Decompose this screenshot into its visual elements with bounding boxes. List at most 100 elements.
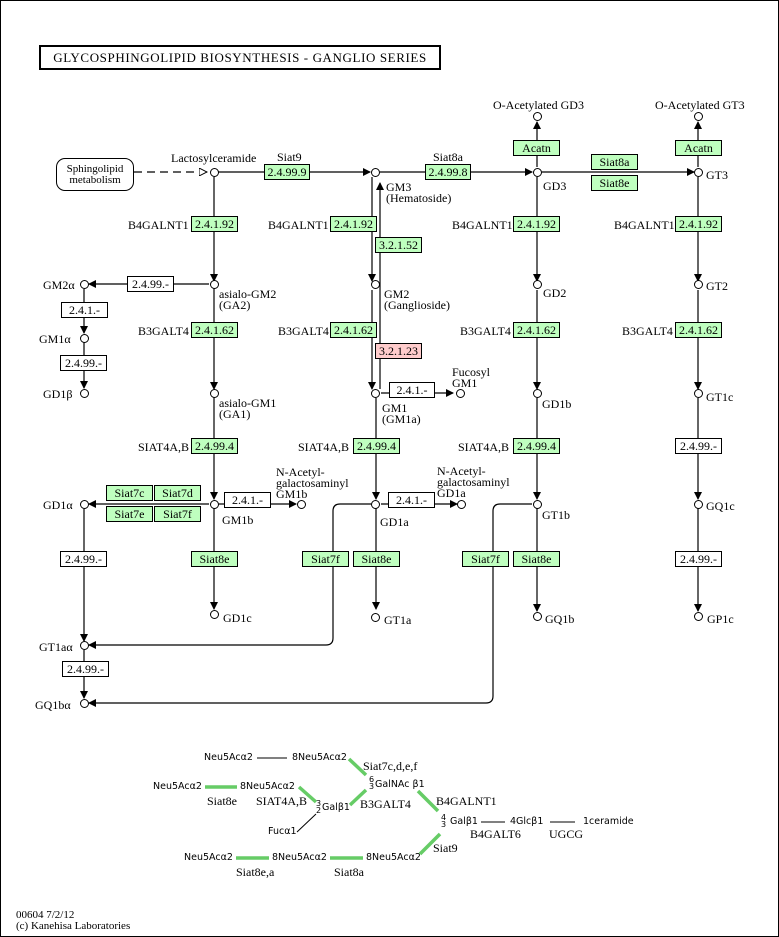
compound-node-gd3[interactable] <box>533 168 542 177</box>
map-link-sphingolipid-metabolism[interactable]: Sphingolipid metabolism <box>56 158 134 191</box>
compound-node-nacetyl-gd1a[interactable] <box>457 500 466 509</box>
enzyme-box-2.4.99.-[interactable]: 2.4.99.- <box>60 355 107 371</box>
compound-node-gq1c[interactable] <box>694 500 703 509</box>
enzyme-box-siat8a[interactable]: Siat8a <box>591 154 638 170</box>
enzyme-box-2.4.1.92[interactable]: 2.4.1.92 <box>675 216 722 232</box>
compound-node-gd1a[interactable] <box>371 500 380 509</box>
edge-gt1b-gq1ba <box>88 503 532 707</box>
enzyme-box-2.4.99.4[interactable]: 2.4.99.4 <box>191 438 238 454</box>
enzyme-box-2.4.1.92[interactable]: 2.4.1.92 <box>191 216 238 232</box>
compound-node-o-acetylated-gd3[interactable] <box>533 112 542 121</box>
enzyme-box-2.4.1.92[interactable]: 2.4.1.92 <box>513 216 560 232</box>
enzyme-box-3.2.1.52[interactable]: 3.2.1.52 <box>375 237 422 253</box>
gene-label-siat4ab: SIAT4A,B <box>138 440 190 454</box>
compound-node-fucosyl-gm1[interactable] <box>456 389 465 398</box>
compound-node-gm2[interactable] <box>371 280 380 289</box>
compound-node-o-acetylated-gt3[interactable] <box>694 112 703 121</box>
gene-label-siat4ab: SIAT4A,B <box>298 440 350 454</box>
enzyme-box-siat7d[interactable]: Siat7d <box>154 485 201 501</box>
enzyme-box-siat8e[interactable]: Siat8e <box>591 175 638 191</box>
schematic-8neu5ac: 8Neu5Acα2 <box>240 781 295 792</box>
compound-label-gm2: GM2 (Ganglioside) <box>384 287 450 312</box>
enzyme-box-siat8e[interactable]: Siat8e <box>353 551 400 567</box>
enzyme-box-3.2.1.23[interactable]: 3.2.1.23 <box>375 343 422 359</box>
enzyme-box-2.4.99.-[interactable]: 2.4.99.- <box>675 551 722 567</box>
compound-node-gm3[interactable] <box>371 168 380 177</box>
compound-node-gt2[interactable] <box>694 280 703 289</box>
compound-node-gp1c[interactable] <box>694 612 703 621</box>
compound-node-gm1[interactable] <box>371 389 380 398</box>
compound-node-gt1a-alpha[interactable] <box>80 641 89 650</box>
compound-node-gd2[interactable] <box>533 280 542 289</box>
compound-label-nacetyl-gd1a: N-Acetyl- galactosaminyl GD1a <box>437 464 510 500</box>
gene-label-b3galt4: B3GALT4 <box>622 324 673 338</box>
gene-label-b3galt4: B3GALT4 <box>460 324 511 338</box>
gene-label-b3galt4: B3GALT4 <box>278 324 329 338</box>
enzyme-box-acatn[interactable]: Acatn <box>513 140 560 156</box>
enzyme-box-2.4.1.62[interactable]: 2.4.1.62 <box>675 322 722 338</box>
enzyme-box-2.4.1.-[interactable]: 2.4.1.- <box>61 302 108 318</box>
enzyme-box-2.4.99.-[interactable]: 2.4.99.- <box>62 661 109 677</box>
compound-label-gd1a: GD1a <box>380 515 409 529</box>
enzyme-box-2.4.1.62[interactable]: 2.4.1.62 <box>330 322 377 338</box>
compound-node-gt1b[interactable] <box>533 500 542 509</box>
compound-label-gm3: GM3 (Hematoside) <box>386 180 452 205</box>
compound-node-gq1b[interactable] <box>533 612 542 621</box>
enzyme-box-siat7f[interactable]: Siat7f <box>154 506 201 522</box>
compound-label-gt2: GT2 <box>706 279 728 293</box>
enzyme-box-2.4.1.-[interactable]: 2.4.1.- <box>388 492 435 508</box>
compound-node-lactosylceramide[interactable] <box>210 168 219 177</box>
compound-label-gd1c: GD1c <box>223 611 252 625</box>
enzyme-box-2.4.99.-[interactable]: 2.4.99.- <box>675 438 722 454</box>
pathway-title: GLYCOSPHINGOLIPID BIOSYNTHESIS - GANGLIO… <box>39 45 441 70</box>
enzyme-box-2.4.99.4[interactable]: 2.4.99.4 <box>513 438 560 454</box>
compound-node-gq1b-alpha[interactable] <box>80 699 89 708</box>
compound-label-asialo-gm2: asialo-GM2 (GA2) <box>219 287 277 312</box>
compound-label-gp1c: GP1c <box>707 612 734 626</box>
enzyme-box-siat7e[interactable]: Siat7e <box>106 506 153 522</box>
enzyme-box-2.4.99.-[interactable]: 2.4.99.- <box>60 551 107 567</box>
compound-node-gm2a[interactable] <box>80 280 89 289</box>
enzyme-box-2.4.1.62[interactable]: 2.4.1.62 <box>513 322 560 338</box>
compound-node-asialo-gm1[interactable] <box>210 389 219 398</box>
compound-node-gm1-alpha[interactable] <box>80 334 89 343</box>
compound-label-gm2a: GM2α <box>43 278 75 292</box>
compound-node-gm1b[interactable] <box>210 500 219 509</box>
gene-label-siat4ab: SIAT4A,B <box>458 440 510 454</box>
enzyme-box-siat8e[interactable]: Siat8e <box>513 551 560 567</box>
compound-node-gd1b[interactable] <box>533 389 542 398</box>
enzyme-box-siat7f[interactable]: Siat7f <box>462 551 509 567</box>
enzyme-box-siat8e[interactable]: Siat8e <box>191 551 238 567</box>
enzyme-box-2.4.99.8[interactable]: 2.4.99.8 <box>425 164 471 180</box>
schematic-gene-siat4ab: SIAT4A,B <box>256 794 308 808</box>
enzyme-box-2.4.99.9[interactable]: 2.4.99.9 <box>264 164 310 180</box>
compound-label-gt1a-alpha: GT1aα <box>39 640 73 654</box>
compound-node-gt3[interactable] <box>694 168 703 177</box>
compound-node-gd1-alpha[interactable] <box>80 500 89 509</box>
enzyme-box-2.4.99.-[interactable]: 2.4.99.- <box>127 276 174 292</box>
compound-node-gt1c[interactable] <box>694 389 703 398</box>
schematic-gene-siat8a: Siat8a <box>334 865 364 879</box>
enzyme-box-acatn[interactable]: Acatn <box>675 140 722 156</box>
schematic-gene-siat8e: Siat8e <box>207 794 237 808</box>
enzyme-box-2.4.99.4[interactable]: 2.4.99.4 <box>353 438 400 454</box>
enzyme-box-2.4.1.-[interactable]: 2.4.1.- <box>224 492 271 508</box>
schematic-gal-positions: 4 3 <box>441 813 447 829</box>
compound-node-gt1a[interactable] <box>371 613 380 622</box>
enzyme-box-2.4.1.-[interactable]: 2.4.1.- <box>389 382 435 398</box>
schematic-glc: 4Glcβ1 <box>510 816 544 827</box>
compound-node-nacetyl-gm1b[interactable] <box>297 500 306 509</box>
enzyme-box-2.4.1.62[interactable]: 2.4.1.62 <box>191 322 238 338</box>
copyright: (c) Kanehisa Laboratories <box>16 920 131 932</box>
enzyme-box-siat7c[interactable]: Siat7c <box>106 485 153 501</box>
compound-node-asialo-gm2[interactable] <box>210 280 219 289</box>
compound-label-lactosylceramide: Lactosylceramide <box>171 151 257 165</box>
schematic-8neu5ac: 8Neu5Acα2 <box>292 752 347 763</box>
compound-label-nacetyl-gm1b: N-Acetyl- galactosaminyl GM1b <box>276 465 349 501</box>
compound-node-gd1c[interactable] <box>210 610 219 619</box>
compound-node-gd1-beta[interactable] <box>80 389 89 398</box>
schematic-gene-b3galt4: B3GALT4 <box>360 797 411 811</box>
enzyme-box-2.4.1.92[interactable]: 2.4.1.92 <box>330 216 377 232</box>
enzyme-box-siat7f[interactable]: Siat7f <box>302 551 349 567</box>
